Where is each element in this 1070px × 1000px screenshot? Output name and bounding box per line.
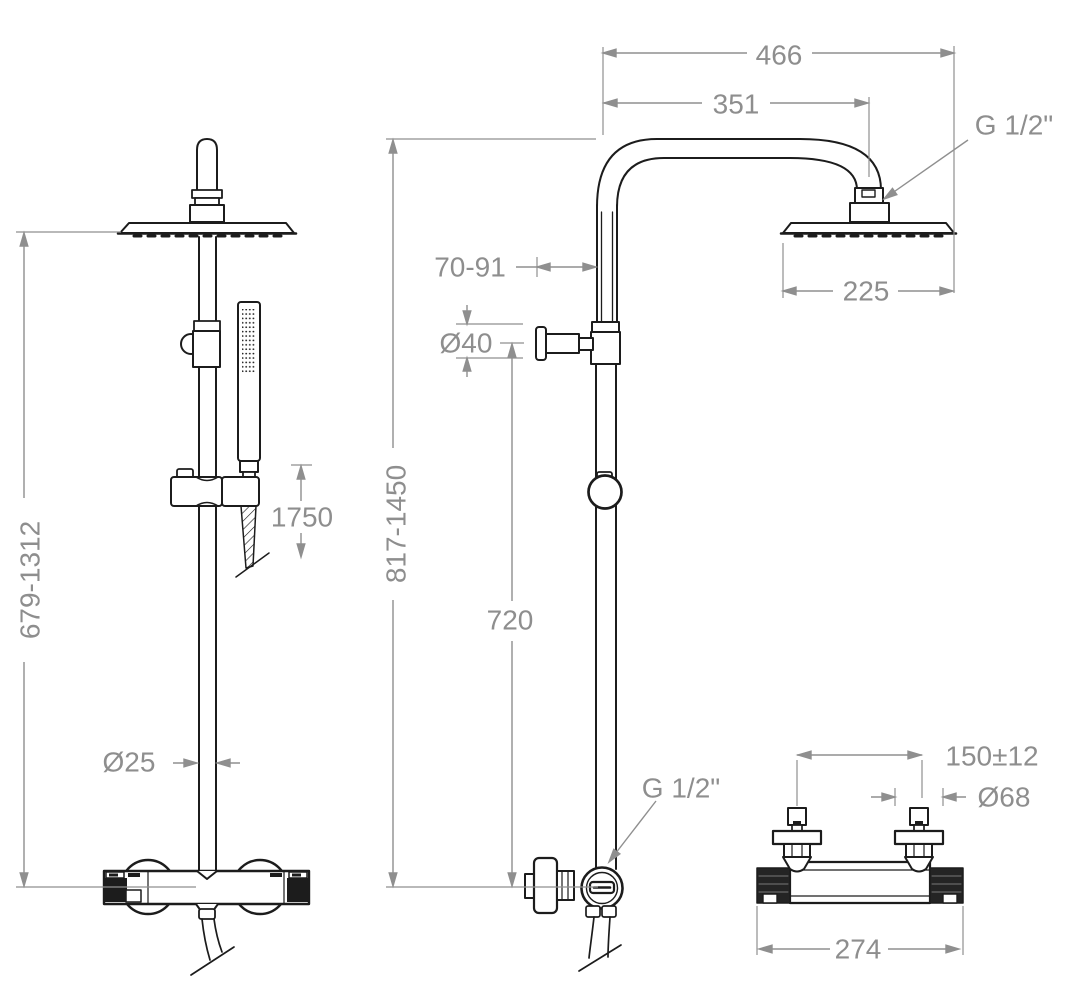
top-connection-label: G 1/2" bbox=[975, 110, 1053, 141]
shower-hose bbox=[240, 505, 257, 569]
dim-wall-offset-label: 70-91 bbox=[434, 252, 506, 283]
dimension-layer bbox=[16, 46, 969, 955]
dim-inlet-centers-label: 150±12 bbox=[945, 741, 1038, 772]
dim-arm-projection-label: 351 bbox=[713, 89, 760, 120]
dim-hose-length-label: 1750 bbox=[271, 502, 333, 533]
dim-head-size-label: 225 bbox=[843, 276, 890, 307]
dim-riser-height-label: 817-1450 bbox=[381, 465, 412, 583]
dim-riser-height bbox=[386, 138, 598, 888]
dim-wall-offset bbox=[516, 257, 597, 277]
dim-escutcheon-diameter-label: Ø68 bbox=[978, 782, 1031, 813]
rear-mixer-body bbox=[788, 860, 932, 905]
dim-hose-length bbox=[291, 464, 312, 558]
dim-pipe-diameter bbox=[173, 758, 240, 768]
dim-valve-width bbox=[756, 906, 964, 955]
dim-top-width-label: 466 bbox=[756, 40, 803, 71]
dim-escutcheon-diameter bbox=[871, 788, 966, 806]
shower-arm-inner bbox=[616, 157, 858, 208]
side-slider-knob bbox=[587, 474, 623, 510]
bottom-connection-label: G 1/2" bbox=[642, 773, 720, 804]
dim-head-height-range bbox=[16, 231, 196, 888]
dim-pipe-diameter-label: Ø25 bbox=[103, 747, 156, 778]
dim-flange-diameter-label: Ø40 bbox=[440, 328, 493, 359]
valve-rear-view bbox=[756, 807, 964, 905]
dim-bracket-height bbox=[500, 342, 524, 887]
front-shower-head bbox=[119, 222, 295, 234]
dim-arm-projection bbox=[603, 97, 870, 177]
dim-bracket-height-label: 720 bbox=[487, 605, 534, 636]
leader-bottom-connection bbox=[605, 800, 657, 865]
dim-head-size bbox=[782, 243, 954, 298]
side-shower-head bbox=[782, 222, 955, 234]
valve-wall-flange bbox=[532, 856, 559, 915]
hand-shower-holder bbox=[221, 476, 260, 507]
dim-valve-width-label: 274 bbox=[835, 934, 882, 965]
front-arm bbox=[196, 138, 218, 195]
side-view bbox=[524, 138, 958, 972]
dim-inlet-centers bbox=[796, 750, 923, 806]
rear-right-union bbox=[893, 807, 945, 873]
hand-shower-spray-face bbox=[242, 309, 256, 373]
wall-bracket-flange bbox=[535, 326, 547, 361]
rear-left-union bbox=[771, 807, 823, 873]
dim-top-width bbox=[602, 46, 955, 293]
telescopic-sleeve bbox=[590, 331, 621, 365]
dim-head-height-range-label: 679-1312 bbox=[15, 521, 46, 639]
side-riser-pipe bbox=[595, 363, 617, 870]
slider-bracket bbox=[170, 476, 223, 507]
leader-top-connection bbox=[881, 139, 969, 203]
shower-arm-outer bbox=[596, 138, 882, 208]
front-view bbox=[102, 138, 311, 976]
